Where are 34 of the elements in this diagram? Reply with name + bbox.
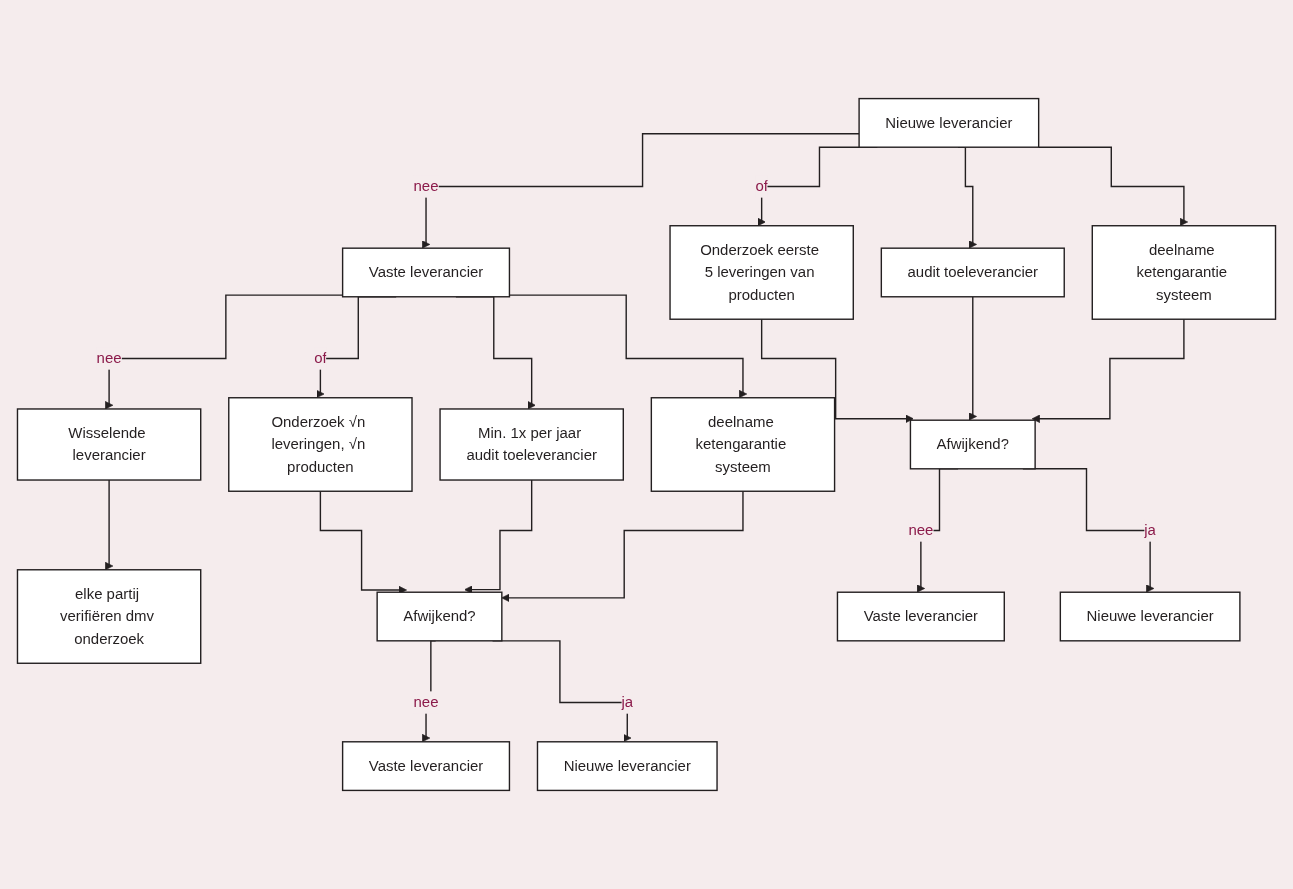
arrow xyxy=(1037,146,1188,227)
node-box: deelname ketengarantie systeem xyxy=(650,397,836,492)
arrow xyxy=(968,296,977,421)
edge-label: ja xyxy=(621,694,634,711)
node-box: Nieuwe leverancier xyxy=(858,97,1040,148)
edge-label: of xyxy=(755,178,768,194)
edge-label: nee xyxy=(413,178,439,194)
arrow xyxy=(105,479,114,571)
node-box: audit toeleverancier xyxy=(880,247,1065,298)
edge-label: nee xyxy=(413,694,439,711)
node-box: Nieuwe leverancier xyxy=(1059,591,1241,642)
node-box: Afwijkend? xyxy=(909,419,1036,470)
edge-label: nee xyxy=(908,522,934,538)
arrow xyxy=(1031,318,1185,423)
node-box: Onderzoek √n leveringen, √n producten xyxy=(228,397,413,492)
node-box: deelname ketengarantie systeem xyxy=(1091,225,1277,320)
node-box: Onderzoek eerste 5 leveringen van producten xyxy=(669,225,854,320)
arrow xyxy=(421,133,860,249)
node-box: Vaste leverancier xyxy=(836,591,1005,642)
node-box: Min. 1x per jaar audit toeleverancier xyxy=(439,408,624,481)
edge-label: nee xyxy=(96,350,122,366)
node-box: Wisselende leverancier xyxy=(16,408,202,481)
node-box: Vaste leverancier xyxy=(341,741,511,792)
node-box: elke partij verifiëren dmv onderzoek xyxy=(16,569,202,664)
arrow xyxy=(105,294,344,410)
node-box: Afwijkend? xyxy=(376,591,503,642)
arrow xyxy=(508,294,748,399)
arrow xyxy=(760,318,914,423)
edge-label: of xyxy=(314,350,327,366)
arrow xyxy=(501,490,744,602)
node-box: Vaste leverancier xyxy=(341,247,511,298)
node-box: Nieuwe leverancier xyxy=(536,741,718,792)
arrow xyxy=(464,479,533,594)
edge-label: ja xyxy=(1144,522,1156,538)
